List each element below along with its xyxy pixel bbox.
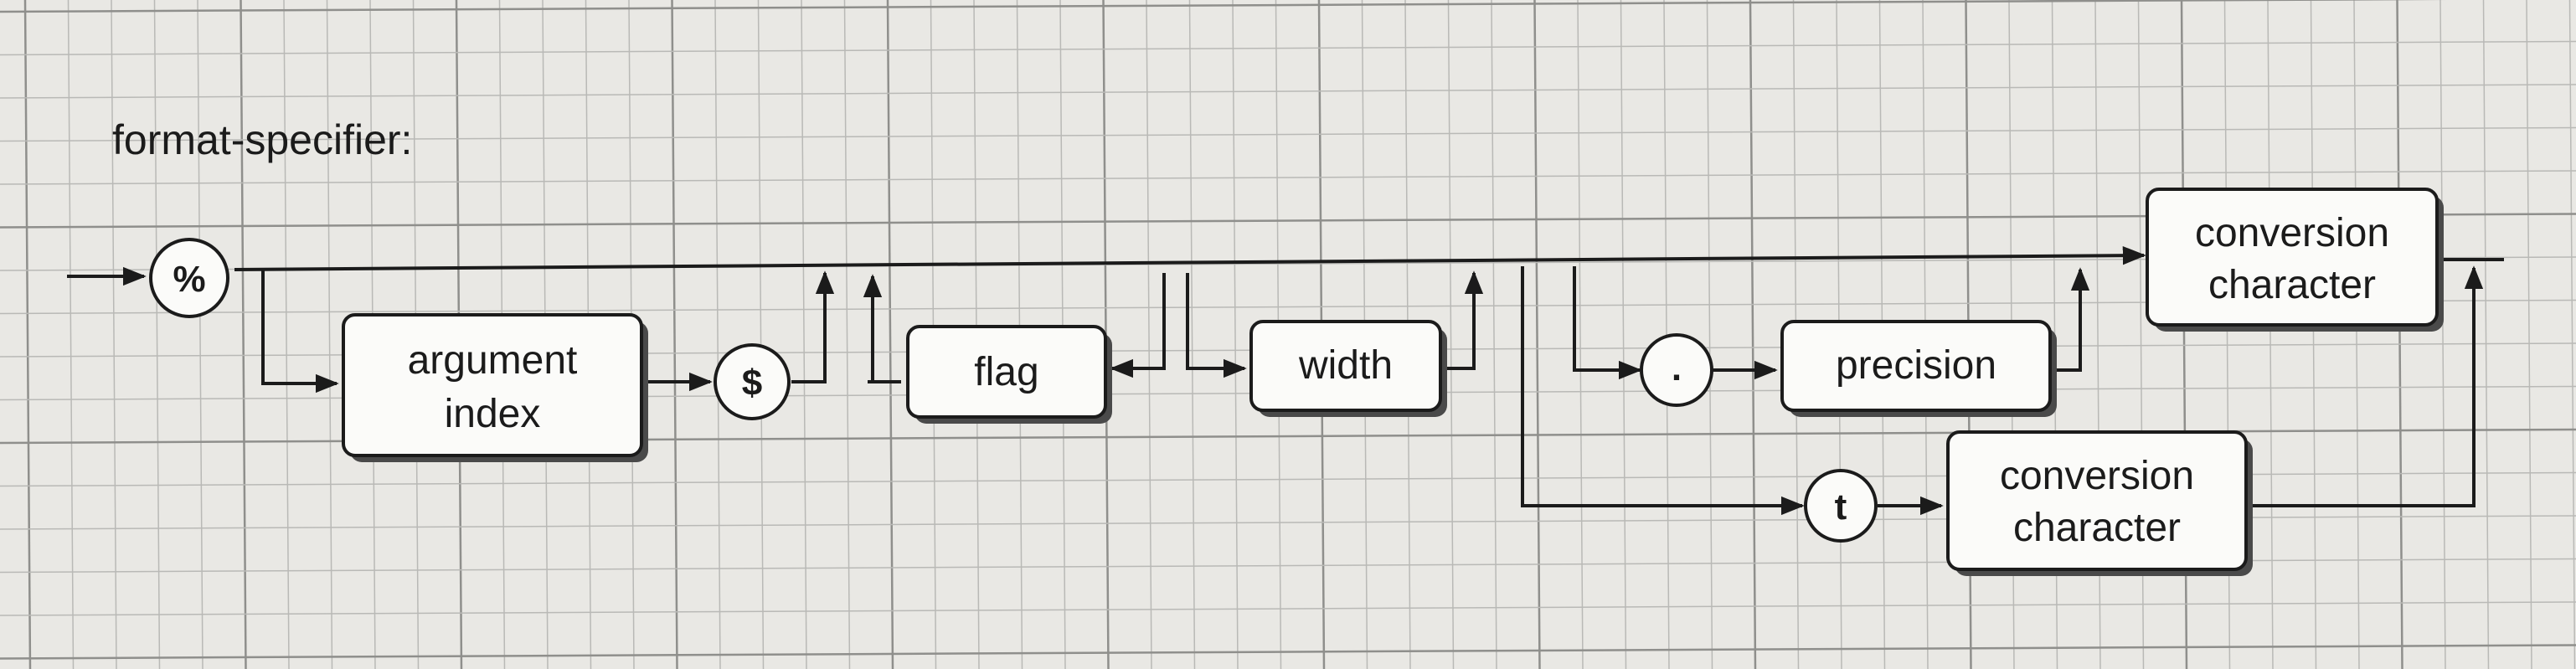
grid-line-horizontal [0, 126, 2576, 142]
flag-label: flag [974, 350, 1038, 394]
box-argument-index: argument index [342, 313, 648, 462]
grid-line-vertical [2353, 0, 2360, 669]
grid-line-vertical [714, 0, 721, 669]
grid-line-vertical [1749, 0, 1757, 669]
conversion-bottom-line2: character [2013, 506, 2181, 550]
grid-line-vertical [2439, 0, 2446, 669]
grid-line-vertical [240, 0, 247, 669]
grid-line-vertical [1146, 0, 1152, 669]
conversion-top-line2: character [2208, 263, 2376, 307]
grid-line-vertical [2267, 0, 2274, 669]
grid-line-horizontal [0, 40, 2576, 56]
grid-line-vertical [1663, 0, 1670, 669]
grid-line-vertical [67, 0, 75, 669]
grid-line-vertical [2310, 0, 2317, 669]
grid-line-vertical [1620, 0, 1627, 669]
box-width: width [1249, 320, 1447, 417]
grid-line-vertical [2568, 0, 2576, 669]
box-precision: precision [1780, 320, 2057, 417]
width-label: width [1298, 343, 1393, 388]
grid-line-vertical [2526, 0, 2532, 669]
grid-line-vertical [1491, 0, 1497, 669]
terminal-dot-label: . [1672, 347, 1682, 389]
grid-line-vertical [2482, 0, 2490, 669]
grid-line-horizontal [0, 601, 2576, 616]
box-flag: flag [906, 325, 1112, 424]
grid-line-vertical [1706, 0, 1713, 669]
argument-index-line2: index [445, 392, 541, 436]
grid-line-horizontal [0, 644, 2576, 660]
terminal-t-label: t [1835, 486, 1847, 527]
terminal-percent-label: % [173, 259, 205, 300]
connector-lines [67, 245, 2504, 516]
grid-line-horizontal [0, 84, 2576, 99]
grid-line-vertical [197, 0, 204, 669]
grid-line-vertical [1577, 0, 1584, 669]
box-conversion-character-top: conversion character [2146, 188, 2444, 332]
grid-line-vertical [1232, 0, 1239, 669]
terminal-dollar: $ [714, 343, 791, 420]
grid-line-vertical [1447, 0, 1455, 669]
grid-line-horizontal [0, 0, 2455, 13]
grid-line-vertical [326, 0, 333, 669]
conversion-top-line1: conversion [2195, 211, 2389, 255]
grid-line-vertical [283, 0, 290, 669]
grid-line-vertical [886, 0, 894, 669]
grid-line-vertical [23, 0, 32, 669]
terminal-percent: % [149, 238, 229, 318]
grid-line-vertical [671, 0, 678, 669]
terminal-dollar-label: $ [742, 363, 762, 404]
grid-line-vertical [111, 0, 117, 669]
box-conversion-character-bottom: conversion character [1946, 430, 2253, 576]
grid-line-vertical [1188, 0, 1196, 669]
terminal-dot: . [1640, 333, 1713, 407]
grid-line-vertical [801, 0, 807, 669]
diagram-title: format-specifier: [112, 116, 412, 163]
grid-line-horizontal [0, 170, 2576, 185]
argument-index-line1: argument [408, 338, 578, 383]
grid-line-vertical [153, 0, 161, 669]
grid-line-vertical [843, 0, 851, 669]
grid-line-vertical [2396, 0, 2403, 669]
grid-line-vertical [757, 0, 765, 669]
terminal-t: t [1804, 469, 1878, 543]
grid-line-vertical [1533, 0, 1541, 669]
precision-label: precision [1836, 343, 1996, 388]
conversion-bottom-line1: conversion [2000, 454, 2194, 498]
